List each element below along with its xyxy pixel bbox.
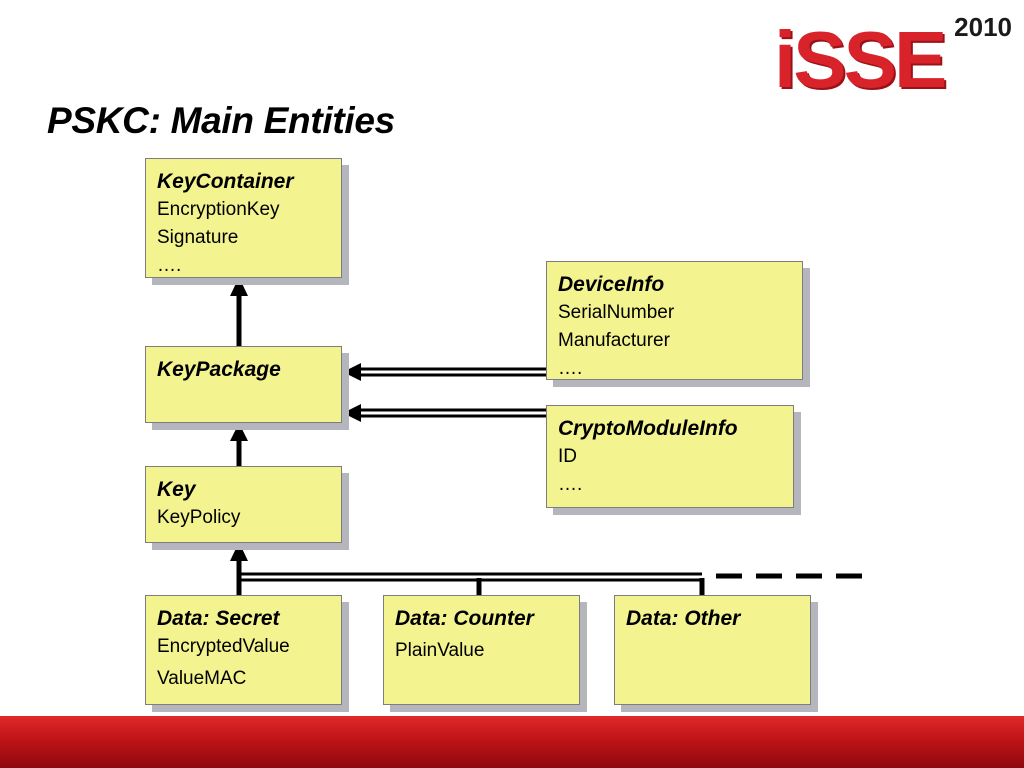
logo-year: 2010 xyxy=(954,12,1012,42)
entity-name: Data: Counter xyxy=(395,607,534,630)
footer-bar xyxy=(0,716,1024,768)
entity-attr: SerialNumber xyxy=(558,302,675,323)
entity-attr: Signature xyxy=(157,227,239,248)
entity-keycontainer: KeyContainer EncryptionKey Signature …. xyxy=(145,158,342,278)
arrowhead-key xyxy=(230,542,248,561)
entity-key: Key KeyPolicy xyxy=(145,466,342,543)
arrowhead-deviceinfo xyxy=(343,363,361,381)
arrowhead-keypackage xyxy=(230,423,248,441)
entity-name: CryptoModuleInfo xyxy=(558,417,738,440)
arrowhead-cryptomodule xyxy=(343,404,361,422)
entity-keypackage: KeyPackage xyxy=(145,346,342,423)
arrowhead-keycontainer xyxy=(230,277,248,296)
entity-data-other: Data: Other xyxy=(614,595,811,705)
entity-attr: KeyPolicy xyxy=(157,507,241,528)
entity-attr: ID xyxy=(558,446,577,467)
entity-name: KeyContainer xyxy=(157,170,294,193)
entity-attr: ValueMAC xyxy=(157,668,247,689)
entity-name: Data: Other xyxy=(626,607,741,630)
entity-attr: …. xyxy=(558,474,583,495)
entity-attr: Manufacturer xyxy=(558,330,670,351)
slide-title: PSKC: Main Entities xyxy=(47,100,395,141)
isse-logo: iSSE 2010 xyxy=(774,6,1018,102)
entity-name: KeyPackage xyxy=(157,358,281,381)
entity-data-counter: Data: Counter PlainValue xyxy=(383,595,580,705)
entity-name: DeviceInfo xyxy=(558,273,665,296)
entity-attr: …. xyxy=(558,358,583,379)
entity-deviceinfo: DeviceInfo SerialNumber Manufacturer …. xyxy=(546,261,803,380)
entity-attr: EncryptedValue xyxy=(157,636,290,657)
entity-data-secret: Data: Secret EncryptedValue ValueMAC xyxy=(145,595,342,705)
entity-name: Key xyxy=(157,478,196,501)
entity-name: Data: Secret xyxy=(157,607,280,630)
entity-attr: PlainValue xyxy=(395,640,485,661)
entity-attr: …. xyxy=(157,255,182,276)
logo-wordmark: iSSE xyxy=(774,15,947,104)
entity-cryptomoduleinfo: CryptoModuleInfo ID …. xyxy=(546,405,794,508)
entity-attr: EncryptionKey xyxy=(157,199,280,220)
